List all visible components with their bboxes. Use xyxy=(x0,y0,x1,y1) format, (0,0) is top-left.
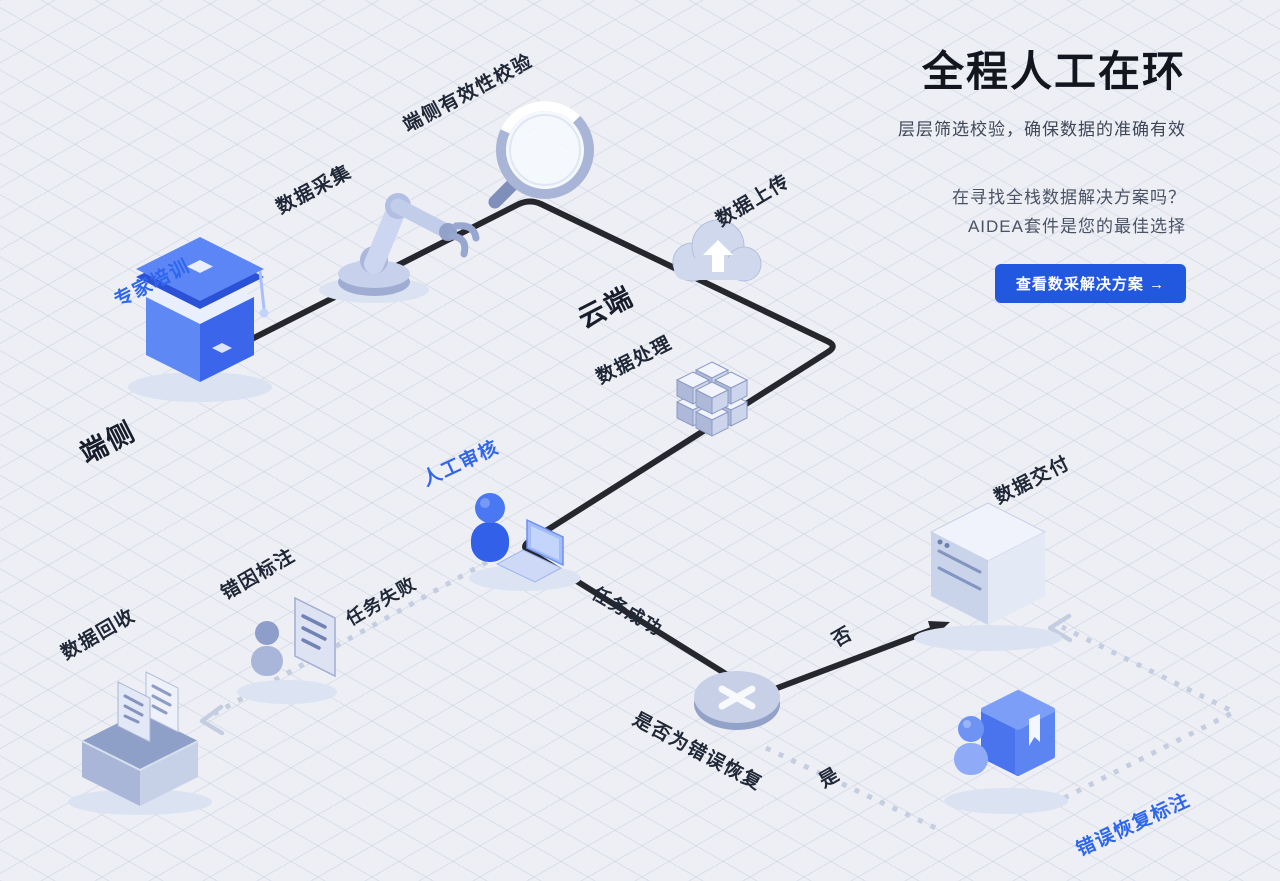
page-title: 全程人工在环 xyxy=(921,48,1186,95)
decision-x-icon xyxy=(694,671,780,730)
magnifier-icon xyxy=(488,101,594,209)
page-subtitle: 层层筛选校验，确保数据的准确有效 xyxy=(898,120,1186,139)
server-icon xyxy=(914,502,1062,651)
box-documents-icon xyxy=(68,671,212,815)
connector-recovery-to-delivery xyxy=(1047,613,1240,801)
pitch-text: 在寻找全栈数据解决方案吗？ AIDEA套件是您的最佳选择 xyxy=(898,184,1186,242)
bookmark-icon xyxy=(1029,714,1040,746)
connector-yes-branch xyxy=(764,745,942,833)
person-document-icon xyxy=(237,596,337,704)
cta-button[interactable]: 查看数采解决方案 → xyxy=(994,263,1186,303)
connector-task-failed xyxy=(199,559,489,736)
cube-cluster-icon xyxy=(676,361,748,437)
graduation-cap-icon xyxy=(128,237,272,402)
pitch-line-2: AIDEA套件是您的最佳选择 xyxy=(967,216,1186,236)
cloud-upload-icon xyxy=(672,219,762,282)
robot-arm-icon xyxy=(319,193,480,303)
person-book-icon xyxy=(944,690,1068,814)
upload-arrow-icon xyxy=(703,240,733,272)
pitch-line-1: 在寻找全栈数据解决方案吗？ xyxy=(952,188,1186,207)
hero-panel: 全程人工在环 层层筛选校验，确保数据的准确有效 在寻找全栈数据解决方案吗？ AI… xyxy=(898,38,1186,303)
person-laptop-icon xyxy=(469,493,581,591)
